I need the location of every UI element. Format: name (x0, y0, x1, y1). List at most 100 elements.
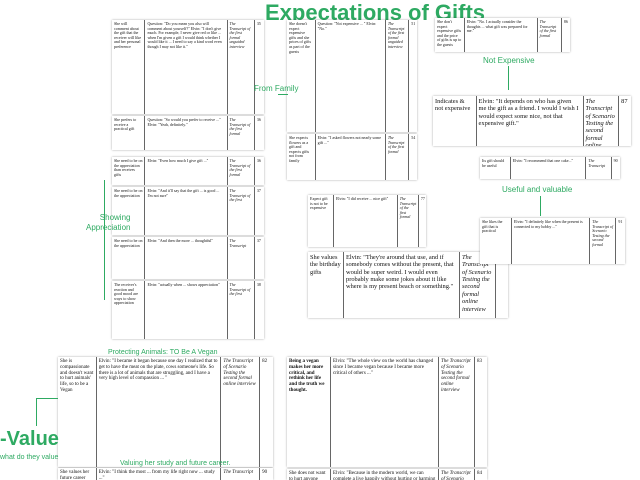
card-mc1-quote: Elvin: "I did receive ... nice gift" (334, 195, 398, 247)
card-mc1-desc: Expect gift is not to be expensive (308, 195, 334, 247)
value-connector-horizontal (36, 398, 58, 399)
card-bc1: Being a vegan makes her more critical, a… (287, 357, 487, 467)
card-bc1-page: 83 (477, 359, 482, 364)
card-ml4-page: 38 (256, 282, 261, 287)
card-ml4-source: The Transcript of the first (228, 281, 255, 339)
card-tr2-quote: Elvin: "It depends on who has given me t… (477, 96, 584, 146)
useful-connector (540, 196, 541, 216)
card-bc2-desc: She does not want to hurt anyone living … (287, 469, 331, 480)
card-mc2-quote: Elvin: "They're around that use, and if … (344, 252, 460, 318)
card-ml1: She need to be on the appreciation than … (112, 157, 264, 185)
appreciation-connector (104, 180, 105, 300)
card-mc1-page: 77 (420, 196, 425, 201)
card-mc1: Expect gift is not to be expensive Elvin… (308, 195, 426, 247)
card-tl1-quote: Question: "Do you mean you also will com… (145, 20, 228, 114)
card-mc1-source: The Transcript of the first formal (398, 195, 419, 247)
from-family-label: From Family (254, 84, 299, 93)
card-mr1-quote: Elvin: "I recommend that one cake..." (511, 157, 587, 179)
card-bl1-source: The Transcript of Scenario Testing the s… (221, 357, 261, 467)
card-bc1-desc: Being a vegan makes her more critical, a… (287, 357, 331, 467)
card-tl1-desc: She will comment about the gift that the… (112, 20, 146, 114)
card-ml3-desc: She need to be on the appreciation (112, 237, 146, 279)
card-bl1: She is compassionate and doesn't want to… (58, 357, 273, 467)
card-bl2-desc: She values her future career (58, 468, 97, 480)
card-tr1-source: The Transcript of the first formal (538, 18, 562, 52)
card-mc2-desc: She values the birthday gifts (308, 252, 344, 318)
card-ml1-source: The Transcript of the first formal (228, 157, 255, 185)
card-mr2-quote: Elvin: "I definitely like when the prese… (512, 218, 591, 264)
valuing-study-label: Valuing her study and future career. (120, 460, 231, 467)
card-tr2-page: 87 (621, 98, 628, 105)
card-tc1: She doesn't expect expensive gifts and s… (287, 20, 417, 132)
card-tc2-quote: Elvin: "I asked flowers not nearly some … (316, 134, 386, 180)
card-bl2-quote: Elvin: "I think the most ... from my lif… (97, 468, 222, 480)
card-tc1-quote: Question: "Not expensive ... " Elvin: "N… (316, 20, 386, 132)
card-tr2-source: The Transcript of Scenario Testing the s… (584, 96, 620, 146)
card-mr1: Its gift should be useful Elvin: "I reco… (480, 157, 620, 179)
card-bc2-source: The Transcript of Scenario Testing the s… (439, 469, 475, 480)
value-sublabel: what do they value (0, 454, 59, 461)
card-tl2-page: 36 (256, 117, 261, 122)
card-bc2: She does not want to hurt anyone living … (287, 469, 487, 480)
card-tc2: She expects flowers as a gift and expect… (287, 134, 417, 180)
card-tr2: Indicates & not expensive Elvin: "It dep… (433, 96, 631, 146)
card-tl1-source: The Transcript of the first formal ungui… (228, 20, 255, 114)
card-ml3-quote: Elvin: "And then the more ... thoughtful… (145, 237, 228, 279)
card-tc1-source: The Transcript of the first formal ungui… (386, 20, 410, 132)
showing-appreciation-label: Showing Appreciation (86, 213, 131, 232)
card-bc1-source: The Transcript of Scenario Testing the s… (439, 357, 475, 467)
card-ml2-source: The Transcript of the first (228, 187, 255, 235)
card-bl1-quote: Elvin: "I became it began because one da… (97, 357, 222, 467)
card-tc2-page: 54 (411, 135, 416, 140)
card-tl2-quote: Question: "So would you prefer to receiv… (145, 116, 228, 150)
card-ml4-quote: Elvin: "actually when ... shows apprecia… (145, 281, 228, 339)
card-ml3: She need to be on the appreciation Elvin… (112, 237, 264, 279)
card-mr2-desc: She likes the gift that is practical (480, 218, 512, 264)
useful-valuable-label: Useful and valuable (502, 185, 573, 194)
card-mr2-source: The Transcript of Scenario Testing the s… (590, 218, 617, 264)
card-mr2-page: 91 (618, 219, 623, 224)
card-bl1-page: 82 (262, 359, 268, 364)
card-ml1-desc: She need to be on the appreciation than … (112, 157, 146, 185)
card-tl1-page: 35 (256, 21, 261, 26)
card-mr1-desc: Its gift should be useful (480, 157, 511, 179)
card-mr1-source: The Transcript (586, 157, 612, 179)
card-bl2: She values her future career Elvin: "I t… (58, 468, 273, 480)
card-ml4: The receiver's reaction and good mood ar… (112, 281, 264, 339)
card-bc2-quote: Elvin: "Because in the modern world, we … (331, 469, 439, 480)
card-tr1-quote: Elvin: "No. I actually consider the thou… (465, 18, 538, 52)
from-family-connector (278, 94, 288, 95)
card-mc2: She values the birthday gifts Elvin: "Th… (308, 252, 508, 318)
card-tc2-desc: She expects flowers as a gift and expect… (287, 134, 316, 180)
card-tc2-source: The Transcript of the first formal (386, 134, 410, 180)
card-tr1-desc: She don't expect expensive gifts and the… (435, 18, 465, 52)
card-ml2-desc: She need to be on the appreciation (112, 187, 146, 235)
card-mr2: She likes the gift that is practical Elv… (480, 218, 625, 264)
card-mr1-page: 90 (613, 158, 618, 163)
card-ml1-quote: Elvin: "Even how much I give gift ..." (145, 157, 228, 185)
card-bc2-page: 84 (477, 471, 482, 476)
card-bl2-source: The Transcript (221, 468, 261, 480)
card-mc2-source: The Transcript of Scenario Testing the s… (460, 252, 496, 318)
protecting-animals-label: Protecting Animals: TO Be A Vegan (108, 349, 218, 356)
card-tr2-desc: Indicates & not expensive (433, 96, 477, 146)
card-tl2: She prefers to receive a practical gift … (112, 116, 264, 150)
not-expensive-label: Not Expensive (483, 56, 535, 65)
card-bl1-desc: She is compassionate and doesn't want to… (58, 357, 97, 467)
card-tl1: She will comment about the gift that the… (112, 20, 264, 114)
card-bl2-page: 90 (262, 470, 268, 475)
card-ml2: She need to be on the appreciation Elvin… (112, 187, 264, 235)
card-ml1-page: 36 (256, 158, 261, 163)
card-tc1-page: 51 (411, 21, 416, 26)
not-expensive-connector (508, 66, 509, 90)
card-ml3-source: The Transcript (228, 237, 255, 279)
card-tl2-desc: She prefers to receive a practical gift (112, 116, 146, 150)
card-ml2-quote: Elvin: "And it'll say that the gift ... … (145, 187, 228, 235)
value-label: -Value (0, 428, 59, 450)
card-ml3-page: 37 (256, 238, 261, 243)
card-ml4-desc: The receiver's reaction and good mood ar… (112, 281, 146, 339)
value-connector-vertical (36, 398, 37, 426)
card-tl2-source: The Transcript of the first formal (228, 116, 255, 150)
card-tr1-page: 86 (563, 19, 568, 24)
card-ml2-page: 37 (256, 188, 261, 193)
